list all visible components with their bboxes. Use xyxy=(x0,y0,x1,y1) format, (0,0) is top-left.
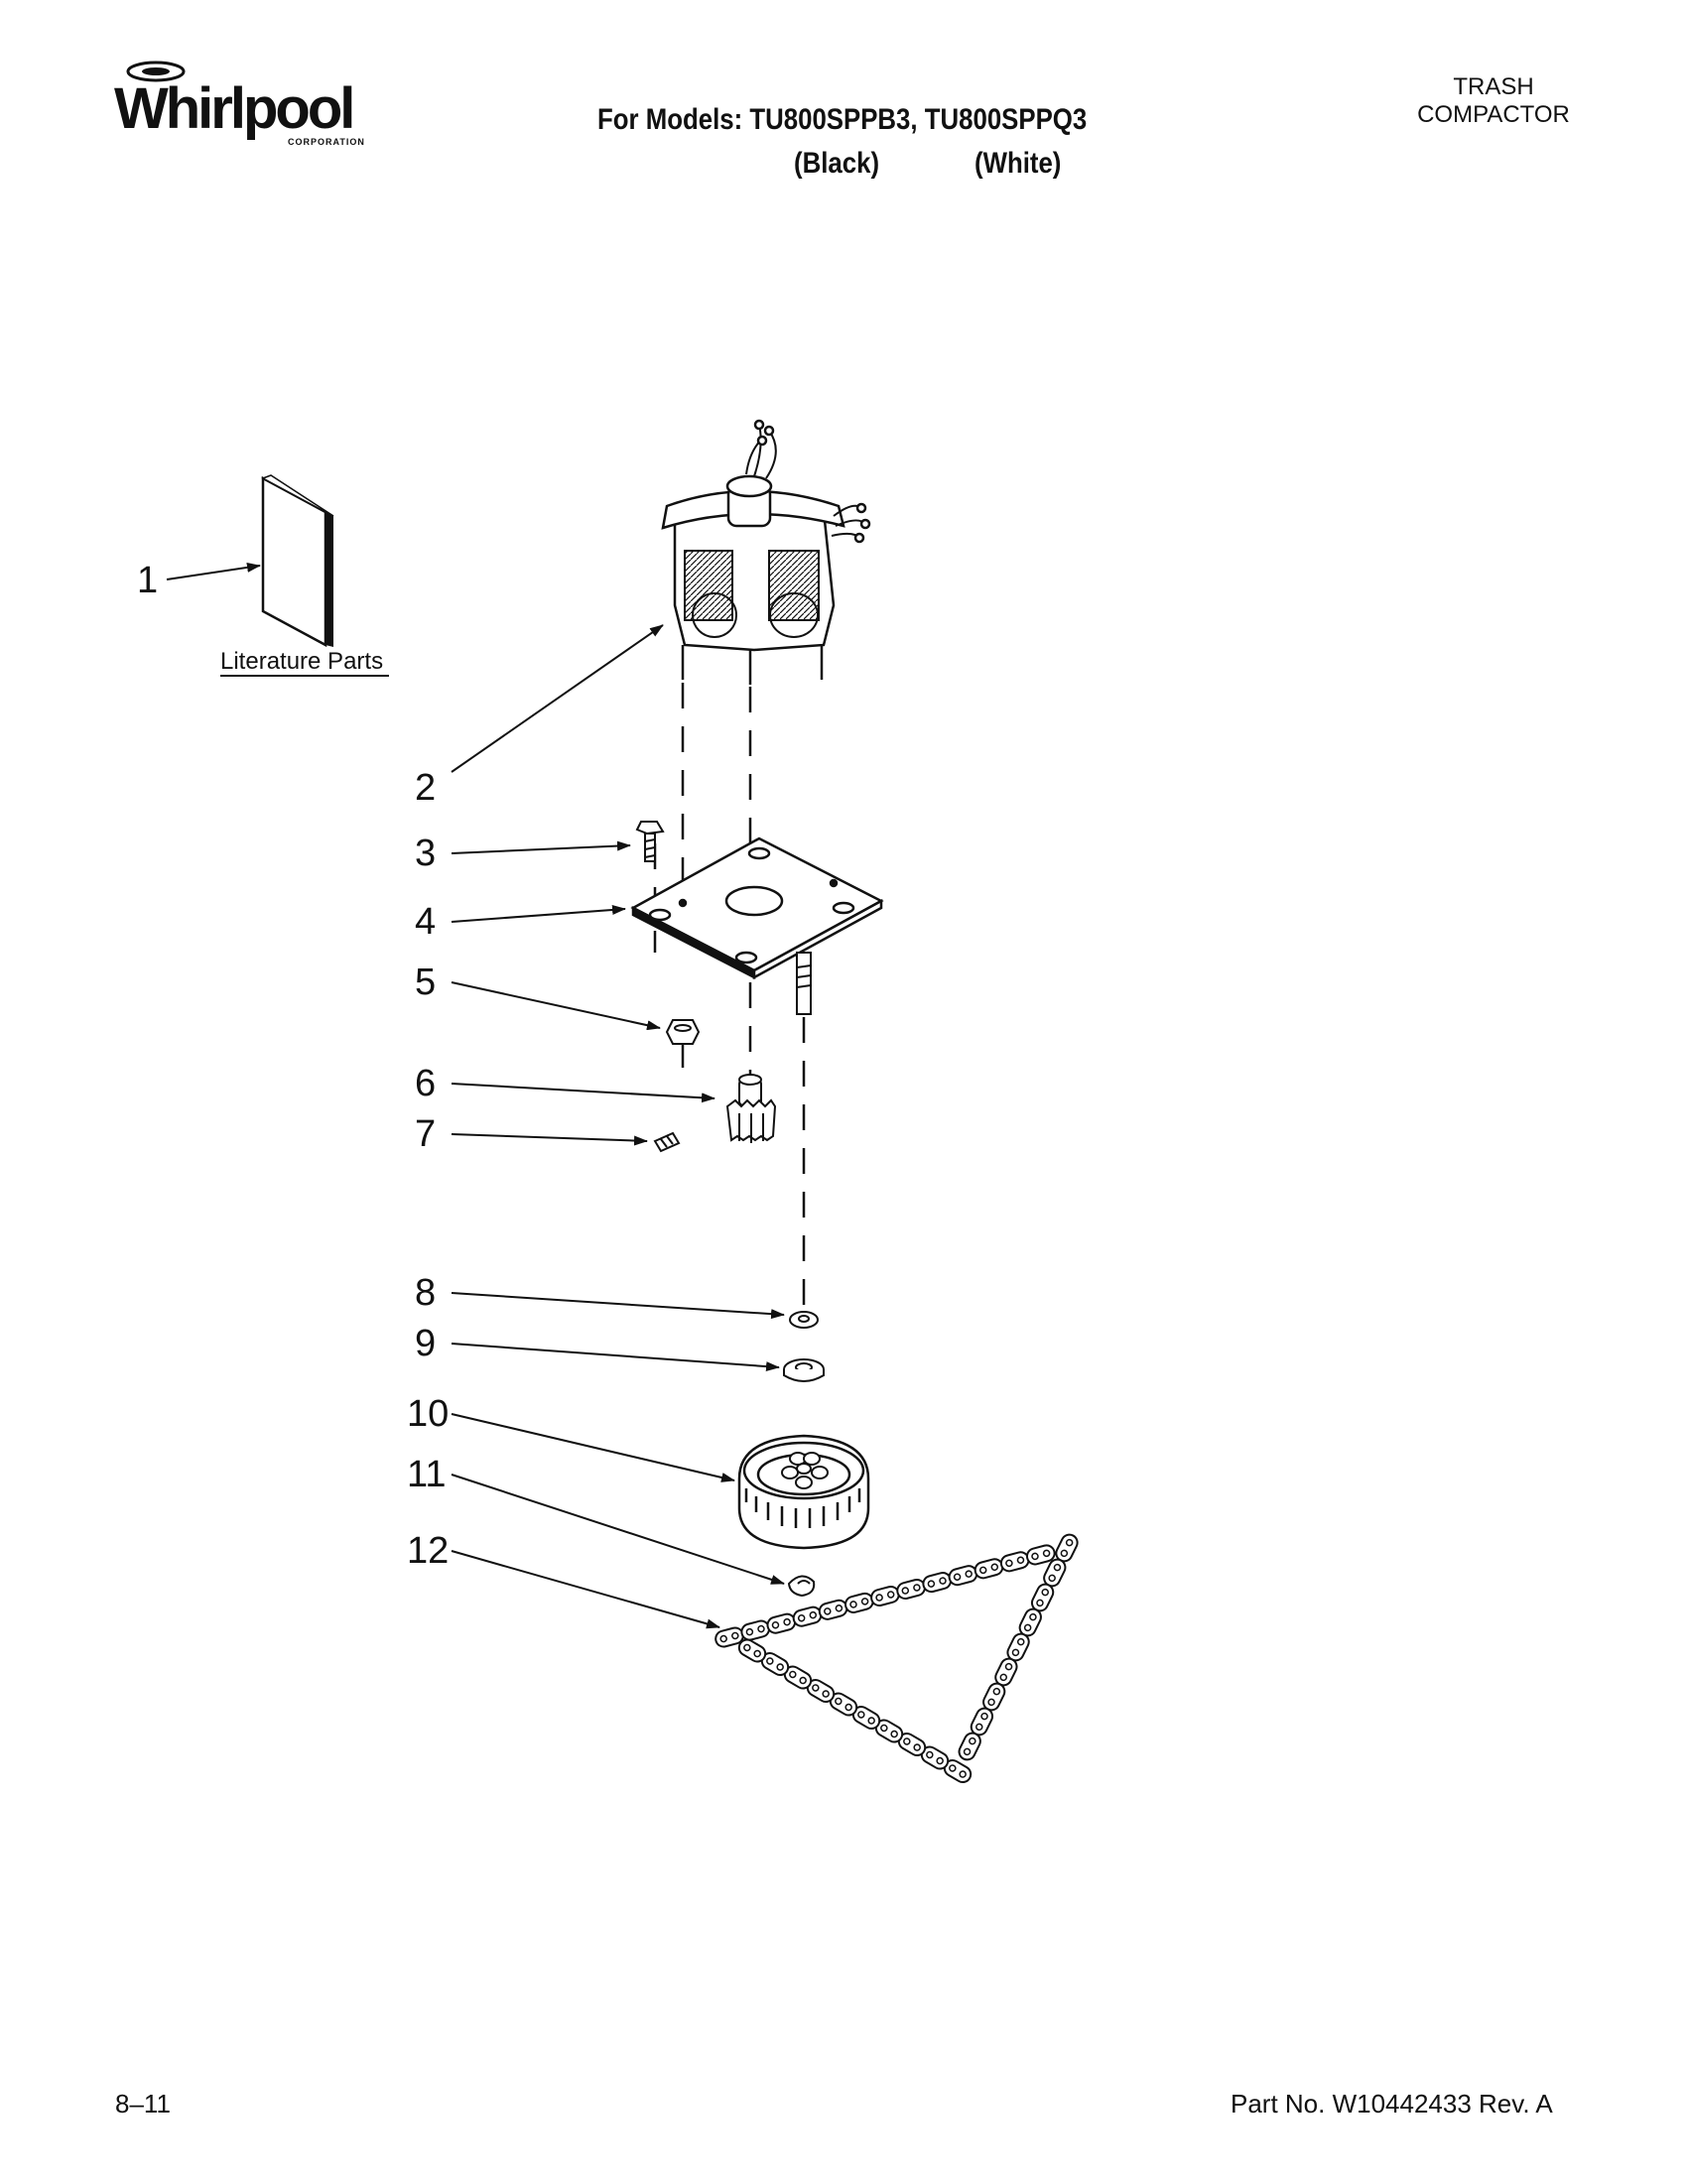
literature-booklet xyxy=(261,474,334,648)
callout-10: 10 xyxy=(407,1393,449,1435)
alignment-lines xyxy=(653,683,806,1310)
callout-11: 11 xyxy=(407,1454,446,1495)
logo-wordmark: Whirlpool xyxy=(114,76,355,141)
mounting-plate xyxy=(630,836,884,980)
page-title: For Models: TU800SPPB3, TU800SPPQ3 xyxy=(597,103,1088,136)
motor xyxy=(661,419,871,685)
chain-link xyxy=(740,1619,771,1641)
chain-link xyxy=(1025,1544,1056,1566)
variant-white-label: (White) xyxy=(974,147,1062,180)
chain-link xyxy=(999,1551,1030,1573)
product-category: TRASH COMPACTOR xyxy=(1409,73,1578,129)
chain-link xyxy=(948,1565,978,1587)
chain-link xyxy=(958,1732,981,1761)
sprocket xyxy=(737,1434,870,1550)
screw xyxy=(635,821,665,862)
callout-5: 5 xyxy=(415,962,436,1003)
callout-arrows xyxy=(166,562,785,1629)
plate-stud xyxy=(796,952,812,1015)
chain-link xyxy=(897,1732,927,1757)
chain-link xyxy=(1055,1533,1079,1563)
callout-6: 6 xyxy=(415,1063,436,1104)
category-line-1: TRASH xyxy=(1453,73,1534,100)
chain-link xyxy=(974,1558,1004,1580)
e-clip xyxy=(787,1575,816,1598)
chain-link xyxy=(851,1705,881,1731)
chain-link xyxy=(818,1599,848,1620)
variant-black-label: (Black) xyxy=(794,147,880,180)
chain-link xyxy=(922,1572,953,1594)
literature-parts-label: Literature Parts xyxy=(220,648,383,675)
callout-9: 9 xyxy=(415,1323,436,1364)
callout-2: 2 xyxy=(415,767,436,809)
whirlpool-logo: Whirlpool CORPORATION xyxy=(114,58,382,157)
callout-4: 4 xyxy=(415,901,436,943)
part-number: Part No. W10442433 Rev. A xyxy=(1231,2089,1553,2119)
chain-link xyxy=(1006,1632,1030,1662)
small-washer xyxy=(789,1311,819,1329)
callout-7: 7 xyxy=(415,1113,436,1155)
callout-12: 12 xyxy=(407,1530,449,1572)
logo-swirl-icon xyxy=(126,61,186,82)
callout-3: 3 xyxy=(415,833,436,874)
logo-corporation: CORPORATION xyxy=(288,137,365,147)
chain-link xyxy=(970,1707,994,1736)
callout-1: 1 xyxy=(137,560,158,601)
category-line-2: COMPACTOR xyxy=(1417,101,1570,128)
chain-link xyxy=(760,1651,790,1677)
chain-link xyxy=(737,1638,767,1663)
chain-link xyxy=(1030,1583,1055,1612)
hex-nut xyxy=(665,1019,701,1045)
page-code: 8–11 xyxy=(115,2089,171,2119)
large-washer xyxy=(783,1358,825,1382)
pinion-gear xyxy=(725,1074,777,1143)
chain-link xyxy=(766,1612,797,1634)
set-screw xyxy=(653,1131,681,1153)
callout-8: 8 xyxy=(415,1272,436,1314)
drive-chain xyxy=(714,1533,1079,1784)
chain-link xyxy=(792,1606,823,1627)
chain-link xyxy=(844,1592,874,1613)
chain-link xyxy=(896,1578,926,1601)
chain-link xyxy=(870,1585,900,1607)
